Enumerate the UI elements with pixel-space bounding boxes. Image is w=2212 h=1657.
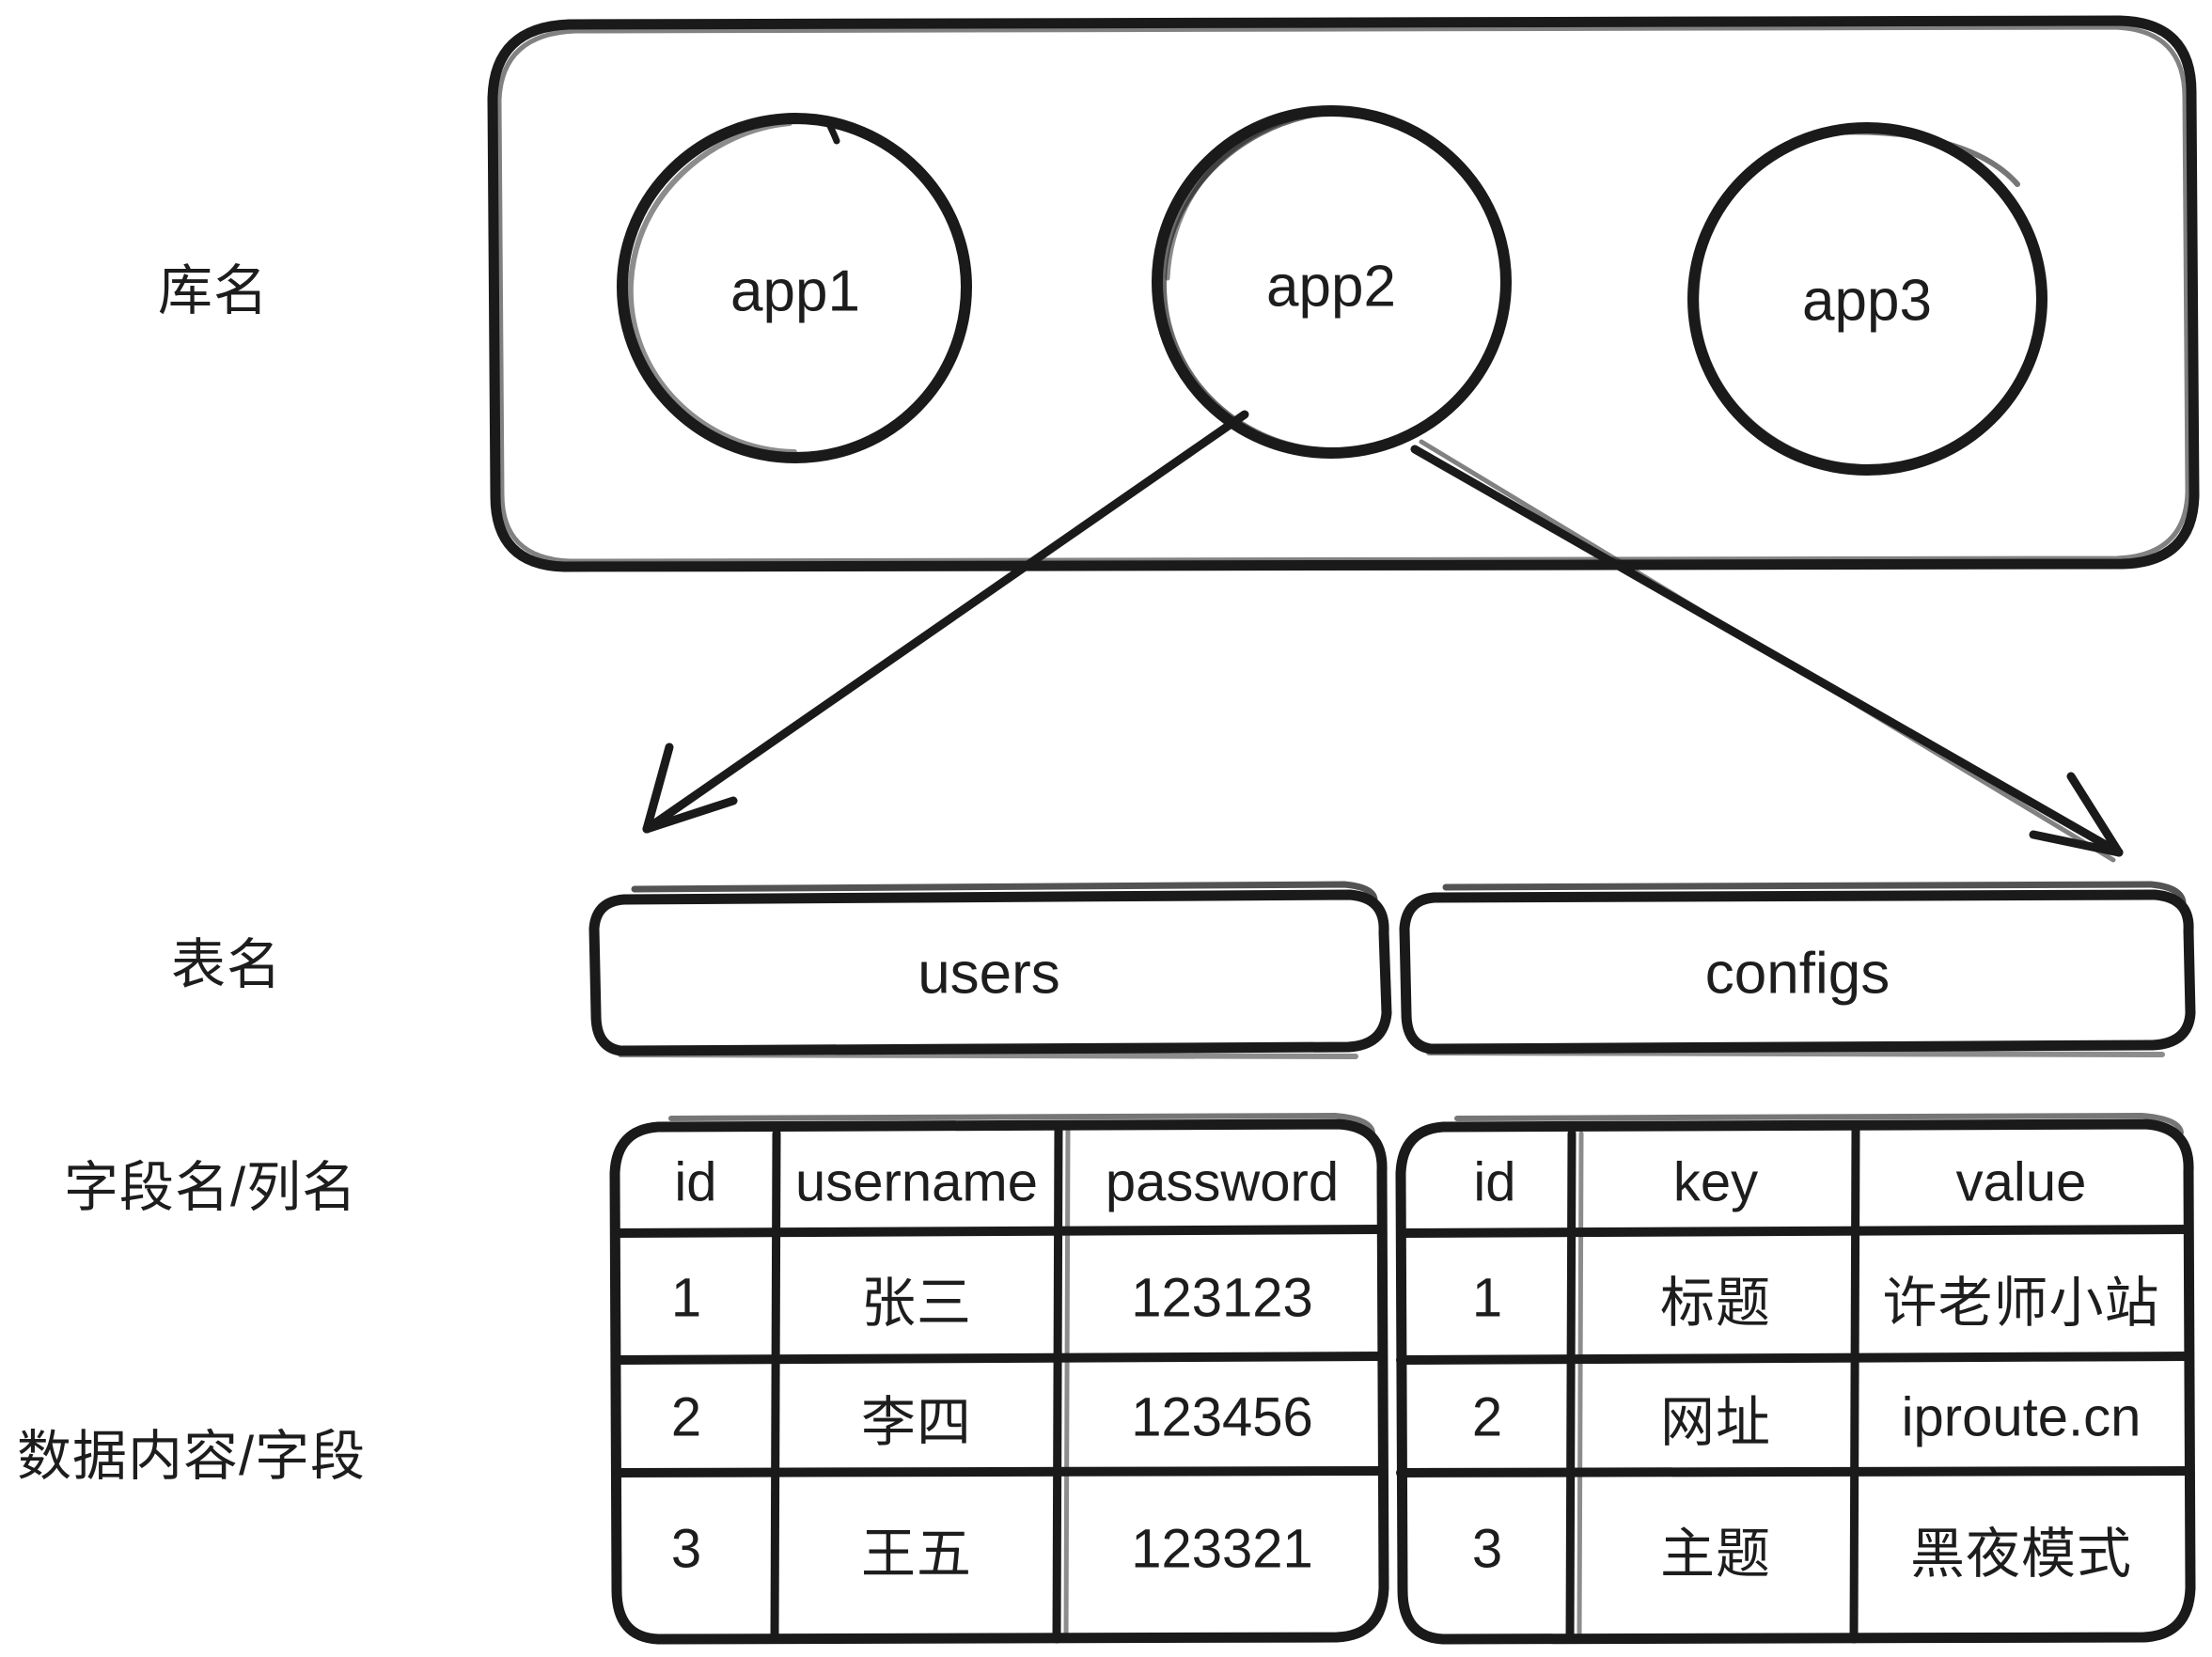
users-row-2-id: 2 <box>670 1386 702 1448</box>
configs-row-3-value: 黑夜模式 <box>1909 1524 2133 1585</box>
users-row-3-id: 3 <box>670 1518 702 1580</box>
row-label-column-name: 字段名/列名 <box>64 1157 358 1218</box>
data-table-users-grid <box>609 1113 1389 1645</box>
configs-row-1-id: 1 <box>1471 1267 1503 1329</box>
row-label-data-content: 数据内容/字段 <box>17 1426 367 1487</box>
configs-row-1-value: 许老师小站 <box>1882 1273 2160 1334</box>
configs-header-id: id <box>1473 1151 1516 1213</box>
configs-row-3-key: 主题 <box>1659 1524 1772 1585</box>
configs-row-1-key: 标题 <box>1659 1273 1772 1334</box>
db-circle-app1 <box>617 113 972 463</box>
users-row-2-password: 123456 <box>1131 1386 1313 1448</box>
arrow-app2-to-configs <box>1410 439 2124 863</box>
row-label-db-name: 库名 <box>158 260 270 321</box>
table-box-users <box>588 881 1392 1059</box>
users-row-3-password: 123321 <box>1131 1518 1313 1580</box>
table-name-configs[interactable]: configs <box>1704 941 1890 1007</box>
users-row-3-username: 王五 <box>860 1524 973 1585</box>
users-header-id: id <box>674 1151 717 1213</box>
db-circle-app2 <box>1152 105 1512 459</box>
data-table-configs-grid <box>1395 1113 2196 1645</box>
users-row-1-id: 1 <box>670 1267 702 1329</box>
arrow-app2-to-users <box>642 410 1249 834</box>
users-row-1-password: 123123 <box>1131 1267 1313 1329</box>
table-name-users[interactable]: users <box>918 941 1060 1007</box>
configs-header-key: key <box>1672 1151 1759 1213</box>
users-row-1-username: 张三 <box>860 1273 973 1334</box>
table-box-configs <box>1399 881 2196 1057</box>
users-row-2-username: 李四 <box>860 1392 973 1453</box>
users-header-username: username <box>795 1151 1038 1213</box>
db-label-app2[interactable]: app2 <box>1266 254 1396 320</box>
configs-header-value: value <box>1955 1151 2087 1213</box>
configs-row-2-id: 2 <box>1471 1386 1503 1448</box>
users-header-password: password <box>1105 1151 1340 1213</box>
configs-row-2-key: 网址 <box>1659 1392 1772 1453</box>
configs-row-3-id: 3 <box>1471 1518 1503 1580</box>
row-label-table-name: 表名 <box>171 934 283 995</box>
db-label-app1[interactable]: app1 <box>730 258 860 324</box>
database-group-container <box>487 15 2200 572</box>
configs-row-2-value: iproute.cn <box>1901 1386 2141 1448</box>
db-circle-app3 <box>1687 122 2047 476</box>
db-label-app3[interactable]: app3 <box>1802 268 1932 334</box>
